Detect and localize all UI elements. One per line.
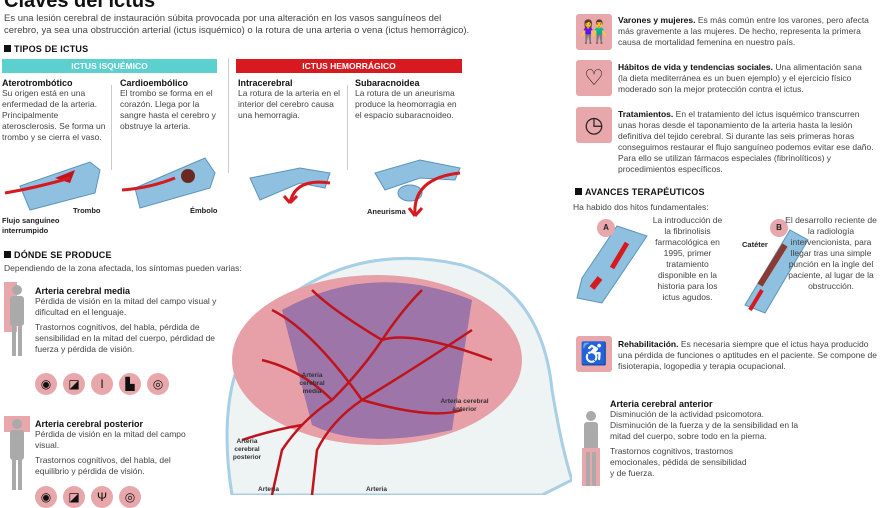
vessel-embolus-illustration: [121, 157, 216, 209]
speech-icon: ◪: [63, 486, 85, 508]
factor-habitos: Hábitos de vida y tendencias sociales. U…: [618, 62, 873, 95]
couple-icon: 👫: [576, 14, 612, 50]
brain-icon: ◉: [35, 373, 57, 395]
intro-text: Es una lesión cerebral de instauración s…: [4, 13, 470, 36]
artery-media-text1: Pérdida de visión en la mitad del campo …: [35, 296, 217, 317]
section-avances: AVANCES TERAPÉUTICOS: [575, 187, 705, 197]
type-text: El trombo se forma en el corazón. Llega …: [120, 88, 216, 131]
section-donde: DÓNDE SE PRODUCE: [4, 250, 112, 260]
type-text: Su origen está en una enfermedad de la a…: [2, 88, 106, 142]
symptom-icons-media: ◉ ◪ Ι ▙ ◎: [35, 373, 169, 395]
rehab-text: Es necesaria siempre que el ictus haya p…: [618, 339, 877, 371]
head-label-bottom1: Arteria: [258, 486, 279, 493]
rehab-title: Rehabilitación.: [618, 339, 679, 349]
head-label-posterior: Arteria cerebral posterior: [232, 438, 262, 461]
type-name: Subaracnoidea: [355, 78, 420, 88]
body-icon: Ι: [91, 373, 113, 395]
artery-anterior-text1: Disminución de la actividad psicomotora.…: [610, 409, 799, 441]
artery-posterior-text2: Trastornos cognitivos, del habla, del eq…: [35, 455, 171, 476]
artery-anterior-text2: Trastornos cognitivos, trastornos emocio…: [610, 446, 747, 478]
balance-icon: Ψ: [91, 486, 113, 508]
artery-media-text2: Trastornos cognitivos, del habla, pérdid…: [35, 322, 216, 354]
artery-media-name: Arteria cerebral media: [35, 286, 131, 296]
type-name: Cardioembólico: [120, 78, 189, 88]
divider: [228, 58, 229, 173]
rehab-block: Rehabilitación. Es necesaria siempre que…: [618, 339, 878, 372]
vessel-intracerebral-illustration: [249, 167, 331, 205]
body-figure-media-icon: [4, 282, 24, 356]
brain-icon: ◉: [35, 486, 57, 508]
type-intracerebral: Intracerebral La rotura de la arteria en…: [238, 78, 343, 121]
type-subaracnoidea: Subaracnoidea La rotura de un aneurisma …: [355, 78, 460, 121]
ischemic-bar: ICTUS ISQUÉMICO: [2, 59, 217, 73]
head-arteries-illustration: [225, 256, 572, 495]
artery-posterior-block: Arteria cerebral posterior Pérdida de vi…: [35, 419, 205, 477]
label-aneurisma: Aneurisma: [367, 207, 406, 216]
vessel-illustrations: [4, 157, 461, 217]
avances-subtitle: Ha habido dos hitos fundamentales:: [573, 202, 709, 212]
vessel-thrombus-illustration: [4, 161, 101, 211]
section-tipos: TIPOS DE ICTUS: [4, 44, 88, 54]
factor-text: Una alimentación sana (la dieta mediterr…: [618, 62, 862, 94]
clock-icon: ◷: [576, 107, 612, 143]
type-aterotrombotico: Aterotrombótico Su origen está en una en…: [2, 78, 110, 143]
badge-a: A: [597, 219, 615, 237]
eye-icon: ◎: [147, 373, 169, 395]
label-flujo: Flujo sanguíneo interrumpido: [2, 216, 60, 235]
divider: [347, 85, 348, 170]
speech-icon: ◪: [63, 373, 85, 395]
avance-a-text: La introducción de la fibrinolisis farma…: [652, 215, 723, 302]
catheter-illustration: [744, 229, 809, 314]
type-name: Intracerebral: [238, 78, 293, 88]
artery-anterior-name: Arteria cerebral anterior: [610, 399, 713, 409]
head-label-anterior: Arteria cerebral anterior: [440, 398, 489, 413]
type-name: Aterotrombótico: [2, 78, 73, 88]
type-text: La rotura de la arteria en el interior d…: [238, 88, 341, 120]
page-title: Claves del ictus: [4, 0, 156, 12]
factor-title: Varones y mujeres.: [618, 15, 696, 25]
donde-subtitle: Dependiendo de la zona afectada, los sín…: [4, 263, 242, 273]
factor-tratamientos: Tratamientos. En el tratamiento del ictu…: [618, 109, 876, 175]
factor-varones: Varones y mujeres. Es más común entre lo…: [618, 15, 873, 48]
artery-posterior-text1: Pérdida de visión en la mitad del campo …: [35, 429, 186, 450]
type-text: La rotura de un aneurisma produce la heo…: [355, 88, 457, 120]
apple-heart-icon: ♡: [576, 60, 612, 96]
body-figure-posterior-icon: [4, 416, 30, 490]
rehabilitation-icon: ♿: [576, 336, 612, 372]
eye-icon: ◎: [119, 486, 141, 508]
head-label-media: Arteria cerebral media: [299, 372, 325, 395]
avance-b-text: El desarrollo reciente de la radiología …: [785, 215, 877, 291]
hemorrhagic-bar: ICTUS HEMORRÁGICO: [236, 59, 462, 73]
factor-title: Hábitos de vida y tendencias sociales.: [618, 62, 773, 72]
label-trombo: Trombo: [73, 206, 101, 215]
type-cardioembolico: Cardioembólico El trombo se forma en el …: [120, 78, 220, 132]
divider: [111, 85, 112, 170]
head-label-bottom2: Arteria: [366, 486, 387, 493]
label-embolo: Émbolo: [190, 206, 218, 215]
badge-b: B: [770, 219, 788, 237]
vessel-aneurysm-illustration: [374, 159, 461, 217]
artery-media-block: Arteria cerebral media Pérdida de visión…: [35, 286, 225, 355]
artery-posterior-name: Arteria cerebral posterior: [35, 419, 144, 429]
label-cateter: Catéter: [742, 240, 768, 249]
body-figure-anterior-icon: [582, 411, 600, 486]
arm-icon: ▙: [119, 373, 141, 395]
symptom-icons-posterior: ◉ ◪ Ψ ◎: [35, 486, 141, 508]
artery-anterior-block: Arteria cerebral anterior Disminución de…: [610, 399, 810, 479]
factor-text: Es más común entre los varones, pero afe…: [618, 15, 869, 47]
factor-title: Tratamientos.: [618, 109, 674, 119]
factor-text: En el tratamiento del ictus isquémico tr…: [618, 109, 874, 174]
